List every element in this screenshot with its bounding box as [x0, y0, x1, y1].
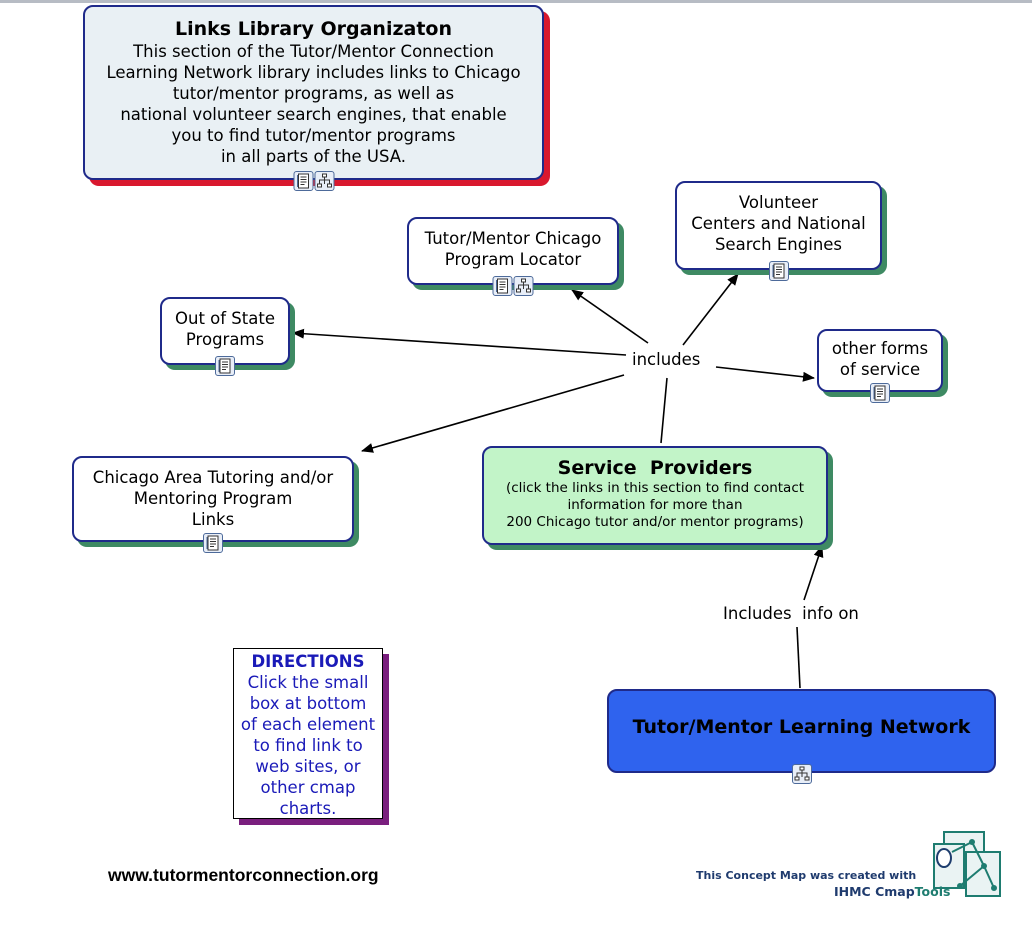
- locator-line: Tutor/Mentor Chicago: [424, 229, 602, 248]
- arrow-to-other-forms: [715, 366, 815, 382]
- link-service-to-includes: [660, 377, 668, 444]
- arrow-to-service-providers: [803, 545, 824, 601]
- library-line: national volunteer search engines, that …: [120, 105, 507, 124]
- arrow-to-chicago-area: [361, 374, 625, 453]
- arrow-to-out-of-state: [292, 328, 627, 356]
- library-title: Links Library Organizaton: [174, 18, 452, 40]
- service-providers-line: information for more than: [567, 497, 743, 513]
- service-providers-line: (click the links in this section to find…: [505, 480, 805, 496]
- directions-line: to find link to: [253, 736, 363, 755]
- directions-line: of each element: [240, 715, 376, 734]
- concept-other-forms: other forms of service: [817, 329, 943, 403]
- concept-volunteer-centers: Volunteer Centers and National Search En…: [675, 181, 882, 281]
- volunteer-line: Search Engines: [714, 235, 843, 254]
- service-providers-title: Service Providers: [557, 457, 753, 479]
- chicago-area-line: Mentoring Program: [133, 489, 293, 508]
- credit-brand-accent: Tools: [914, 884, 951, 899]
- directions-line: charts.: [279, 799, 337, 818]
- library-line: This section of the Tutor/Mentor Connect…: [133, 42, 494, 61]
- credit-line: This Concept Map was created with: [696, 869, 917, 882]
- volunteer-line: Volunteer: [738, 193, 819, 212]
- cmaptools-credit: This Concept Map was created with IHMC C…: [696, 830, 1002, 900]
- document-icon[interactable]: [492, 276, 513, 296]
- locator-line: Program Locator: [444, 250, 582, 269]
- library-line: in all parts of the USA.: [220, 147, 407, 166]
- library-line: Learning Network library includes links …: [106, 63, 521, 82]
- document-icon[interactable]: [870, 383, 890, 403]
- chicago-area-line: Links: [191, 510, 235, 529]
- concept-chicago-area: Chicago Area Tutoring and/or Mentoring P…: [72, 456, 354, 553]
- footer-website-url[interactable]: www.tutormentorconnection.org: [108, 865, 379, 885]
- directions-title: DIRECTIONS: [251, 652, 365, 671]
- concept-map-icon[interactable]: [791, 764, 812, 784]
- volunteer-line: Centers and National: [691, 214, 866, 233]
- directions-line: box at bottom: [249, 694, 367, 713]
- concept-map-icon[interactable]: [513, 276, 534, 296]
- directions-line: other cmap: [260, 778, 356, 797]
- link-network-to-label: [796, 626, 801, 689]
- library-line: you to find tutor/mentor programs: [171, 126, 456, 145]
- document-icon[interactable]: [768, 261, 789, 281]
- concept-map-icon[interactable]: [314, 171, 334, 191]
- service-providers-line: 200 Chicago tutor and/or mentor programs…: [506, 514, 804, 530]
- document-icon[interactable]: [203, 533, 223, 553]
- out-of-state-line: Out of State: [175, 309, 275, 328]
- includes-info-on-label: Includes info on: [720, 604, 862, 624]
- library-line: tutor/mentor programs, as well as: [172, 84, 455, 103]
- directions-box: DIRECTIONS Click the small box at bottom…: [233, 648, 383, 819]
- arrow-to-volunteer: [682, 273, 739, 346]
- directions-line: web sites, or: [255, 757, 361, 776]
- includes-label: includes: [629, 350, 704, 370]
- credit-brand-name: IHMC Cmap: [834, 884, 915, 899]
- concept-out-of-state: Out of State Programs: [160, 297, 290, 376]
- directions-line: Click the small: [247, 673, 369, 692]
- other-forms-line: of service: [839, 360, 921, 379]
- credit-brand: IHMC CmapTools: [834, 884, 950, 899]
- document-icon[interactable]: [215, 356, 235, 376]
- network-title: Tutor/Mentor Learning Network: [632, 716, 971, 738]
- concept-learning-network: Tutor/Mentor Learning Network: [607, 689, 996, 784]
- other-forms-line: other forms: [831, 339, 929, 358]
- window-top-border: [0, 0, 1032, 3]
- document-icon[interactable]: [293, 171, 313, 191]
- concept-service-providers: Service Providers (click the links in th…: [482, 446, 828, 545]
- chicago-area-line: Chicago Area Tutoring and/or: [92, 468, 334, 487]
- concept-program-locator: Tutor/Mentor Chicago Program Locator: [407, 217, 619, 296]
- out-of-state-line: Programs: [185, 330, 265, 349]
- concept-links-library: Links Library Organizaton This section o…: [83, 5, 544, 191]
- cmaptools-logo-icon: [933, 831, 1001, 897]
- arrow-to-locator: [571, 289, 649, 344]
